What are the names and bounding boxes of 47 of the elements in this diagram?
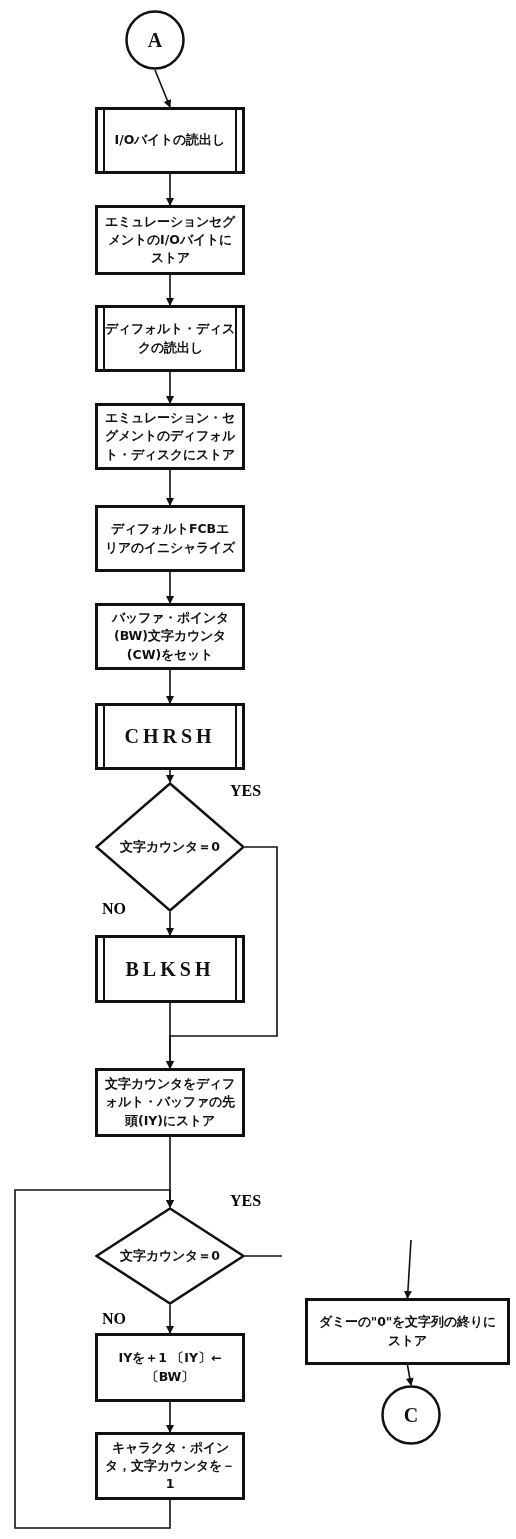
process-box	[95, 1432, 245, 1500]
arrow	[405, 1364, 414, 1386]
arrow	[166, 173, 174, 206]
subroutine-box	[95, 107, 245, 174]
box-text: 文字カウンタ＝0	[119, 1246, 221, 1265]
box-text: バッファ・ポインタ(BW)文字カウンタ(CW)をセット	[110, 609, 230, 664]
box-text: ディフォルト・ディスクの読出し	[104, 320, 236, 357]
arrow	[166, 1401, 174, 1433]
box-text: 文字カウンタをディフォルト・バッファの先頭(IY)にストア	[104, 1075, 236, 1130]
arrow	[403, 1239, 412, 1299]
connector-circle	[381, 1385, 441, 1445]
process-box	[95, 1068, 245, 1137]
arrow	[166, 769, 174, 783]
connector-letter: C	[403, 1402, 419, 1428]
box-text: BLKSH	[124, 956, 216, 982]
line	[244, 1255, 283, 1257]
subroutine-box	[95, 703, 245, 770]
box-text: キャラクタ・ポインタ，文字カウンタを－1	[104, 1438, 236, 1494]
box-text: I/Oバイトの読出し	[113, 131, 227, 150]
process-box	[95, 205, 245, 275]
box-text: ダミーの"0"を文字列の終りにストア	[317, 1313, 498, 1350]
arrow	[166, 911, 174, 936]
box-text: ディフォルトFCBエリアのイニシャライズ	[104, 520, 237, 557]
box-text: エミュレーション・セグメントのディフォルト・ディスクにストア	[104, 409, 236, 464]
arrow	[166, 371, 174, 404]
connector-letter: A	[147, 27, 163, 53]
process-box	[95, 505, 245, 572]
arrow	[166, 469, 174, 506]
process-box	[305, 1298, 510, 1365]
box-text: 文字カウンタ＝0	[119, 837, 221, 856]
arrow	[166, 1002, 174, 1069]
arrow	[166, 1304, 174, 1334]
process-box	[95, 1333, 245, 1402]
arrow	[166, 669, 174, 704]
arrow	[14, 1189, 174, 1529]
arrow	[166, 571, 174, 604]
subroutine-box	[95, 935, 245, 1003]
subroutine-box	[95, 305, 245, 372]
box-text: エミュレーションセグメントのI/Oバイトにストア	[104, 212, 237, 268]
box-text: IYを＋1 〔IY〕←〔BW〕	[117, 1349, 223, 1386]
connector-circle	[125, 10, 185, 70]
arrow	[166, 274, 174, 306]
arrow	[154, 69, 172, 108]
process-box	[95, 403, 245, 470]
process-box	[95, 603, 245, 670]
box-text: CHRSH	[123, 724, 217, 749]
decision-diamond	[95, 1207, 245, 1305]
